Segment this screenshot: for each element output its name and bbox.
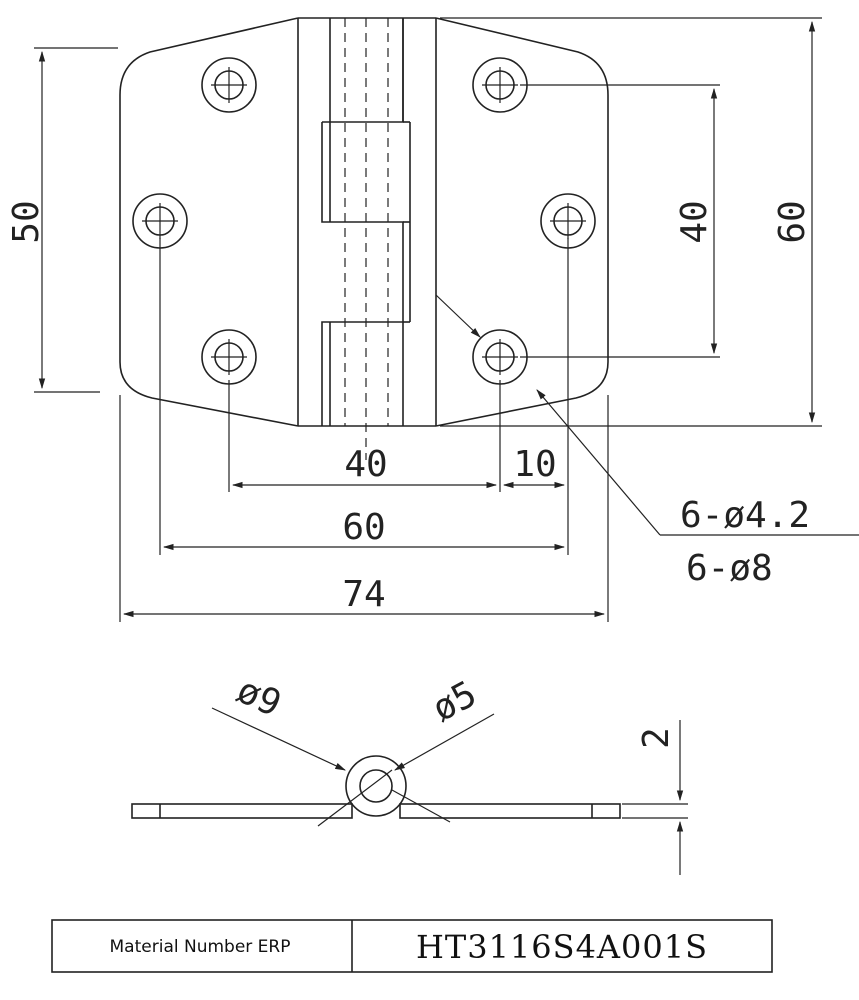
mounting-hole	[201, 57, 257, 113]
dim-overall-height: 50	[6, 200, 47, 243]
title-block: Material Number ERP HT3116S4A001S	[51, 919, 773, 973]
side-view	[131, 707, 688, 875]
mounting-hole	[132, 193, 188, 249]
dim-hole-pitch-inner: 40	[344, 444, 387, 485]
dim-hole-pitch-outer: 60	[342, 507, 385, 548]
mounting-hole	[472, 329, 528, 385]
mounting-holes	[132, 57, 596, 385]
dim-overall-width: 74	[342, 574, 385, 615]
dim-pin-diameter: ø5	[426, 674, 484, 731]
callout-countersink: 6-ø8	[686, 548, 773, 589]
dim-hole-vertical-pitch: 40	[674, 200, 715, 243]
dim-knuckle-diameter: ø9	[231, 670, 288, 725]
dimension-labels: 50 40 60 40 10 60 74 6-ø4.2 6-ø8	[6, 200, 813, 615]
title-block-label: Material Number ERP	[110, 937, 291, 957]
dimension-lines	[34, 17, 859, 622]
left-leaf-outline	[119, 17, 299, 427]
front-view	[119, 17, 609, 460]
dim-total-height: 60	[772, 200, 813, 243]
mounting-hole	[472, 57, 528, 113]
mounting-hole	[201, 329, 257, 385]
right-leaf-outline	[435, 17, 609, 427]
callout-small-hole: 6-ø4.2	[680, 495, 810, 536]
title-block-value: HT3116S4A001S	[416, 928, 708, 966]
hinge-knuckle	[297, 17, 437, 460]
dim-plate-thickness: 2	[636, 727, 677, 749]
countersink-circle	[201, 57, 257, 113]
dim-edge-offset: 10	[513, 444, 556, 485]
